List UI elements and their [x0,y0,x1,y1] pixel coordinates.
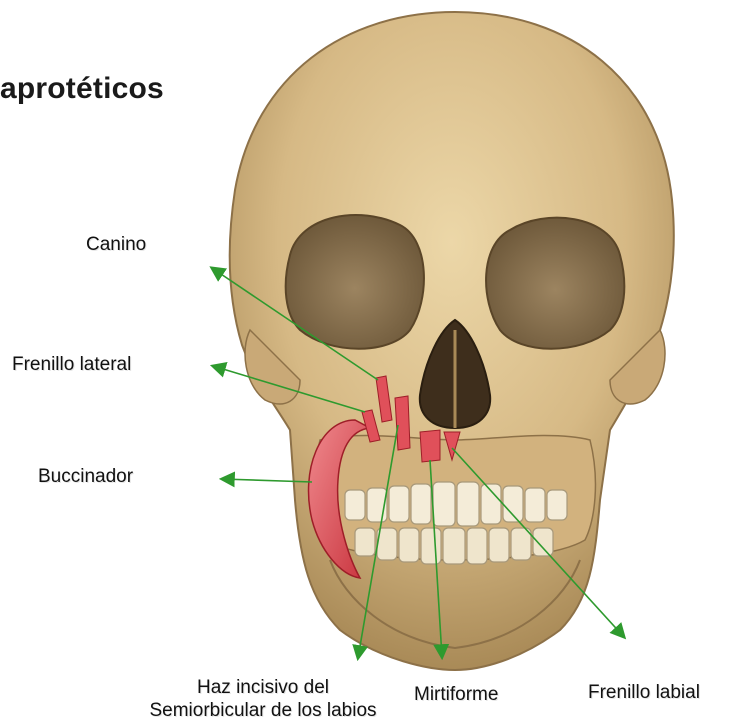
label-mirtiforme: Mirtiforme [414,684,498,706]
label-canino: Canino [86,234,146,256]
label-haz-incisivo-line1: Haz incisivo del [118,676,408,699]
label-buccinador: Buccinador [38,466,133,488]
label-haz-incisivo-line2: Semiorbicular de los labios [118,699,408,722]
lower-teeth [355,528,553,564]
label-frenillo-labial: Frenillo labial [588,682,700,704]
haz-incisivo-muscle [395,396,410,450]
left-orbit [286,215,424,349]
label-frenillo-lateral: Frenillo lateral [12,354,131,376]
mirtiforme-muscle [420,430,440,462]
label-haz-incisivo: Haz incisivo del Semiorbicular de los la… [118,676,408,722]
right-orbit [486,218,624,349]
